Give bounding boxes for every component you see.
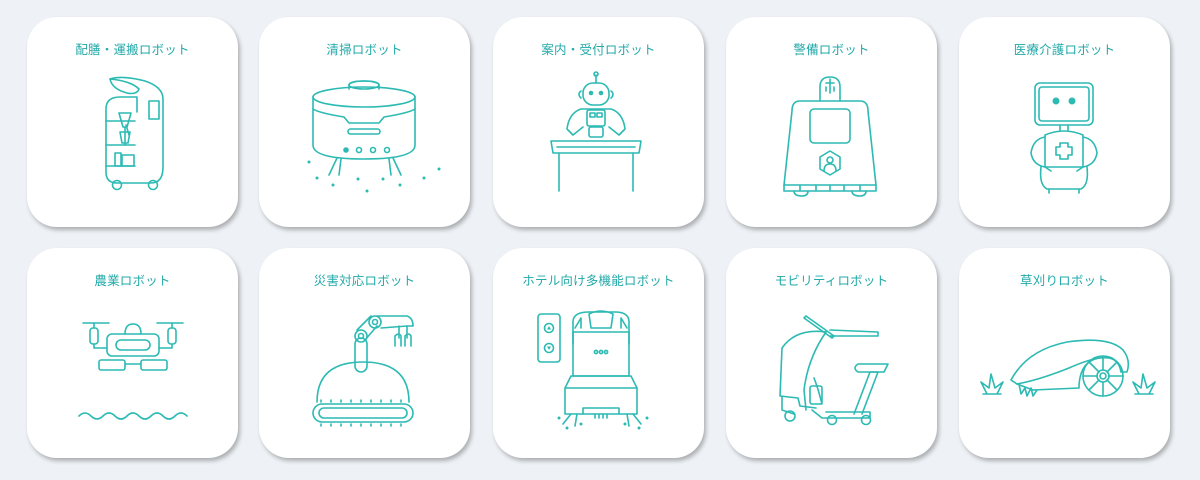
card-title: モビリティロボット <box>774 273 889 288</box>
card-title: 農業ロボット <box>94 273 171 288</box>
category-card-cleaning[interactable]: 清掃ロボット <box>259 17 470 227</box>
category-card-disaster[interactable]: 災害対応ロボット <box>259 248 470 458</box>
disaster-response-robot-icon <box>312 315 414 427</box>
card-title: 警備ロボット <box>793 42 870 57</box>
category-card-security[interactable]: 警備ロボット <box>726 17 937 227</box>
category-card-medical[interactable]: 医療介護ロボット <box>959 17 1170 227</box>
hotel-robot-icon <box>537 310 649 430</box>
card-title: 医療介護ロボット <box>1013 42 1116 57</box>
card-title: 案内・受付ロボット <box>541 42 656 57</box>
reception-robot-icon <box>550 71 642 192</box>
medical-care-robot-icon <box>1030 82 1098 194</box>
agricultural-drone-icon <box>78 322 188 420</box>
card-title: ホテル向け多機能ロボット <box>522 273 675 288</box>
category-card-reception[interactable]: 案内・受付ロボット <box>493 17 704 227</box>
card-title: 災害対応ロボット <box>313 273 416 288</box>
category-card-mobility[interactable]: モビリティロボット <box>726 248 937 458</box>
delivery-robot-icon <box>105 76 164 191</box>
cleaning-robot-icon <box>307 80 441 193</box>
card-title: 配膳・運搬ロボット <box>75 42 190 57</box>
category-card-delivery[interactable]: 配膳・運搬ロボット <box>27 17 238 227</box>
category-card-agriculture[interactable]: 農業ロボット <box>27 248 238 458</box>
category-card-lawn-mower[interactable]: 草刈りロボット <box>959 248 1170 458</box>
card-title: 清掃ロボット <box>326 42 403 57</box>
category-card-hotel[interactable]: ホテル向け多機能ロボット <box>493 248 704 458</box>
security-robot-icon <box>783 76 877 197</box>
card-title: 草刈りロボット <box>1020 273 1109 288</box>
mobility-robot-icon <box>779 315 889 426</box>
lawn-mower-robot-icon <box>980 339 1156 397</box>
